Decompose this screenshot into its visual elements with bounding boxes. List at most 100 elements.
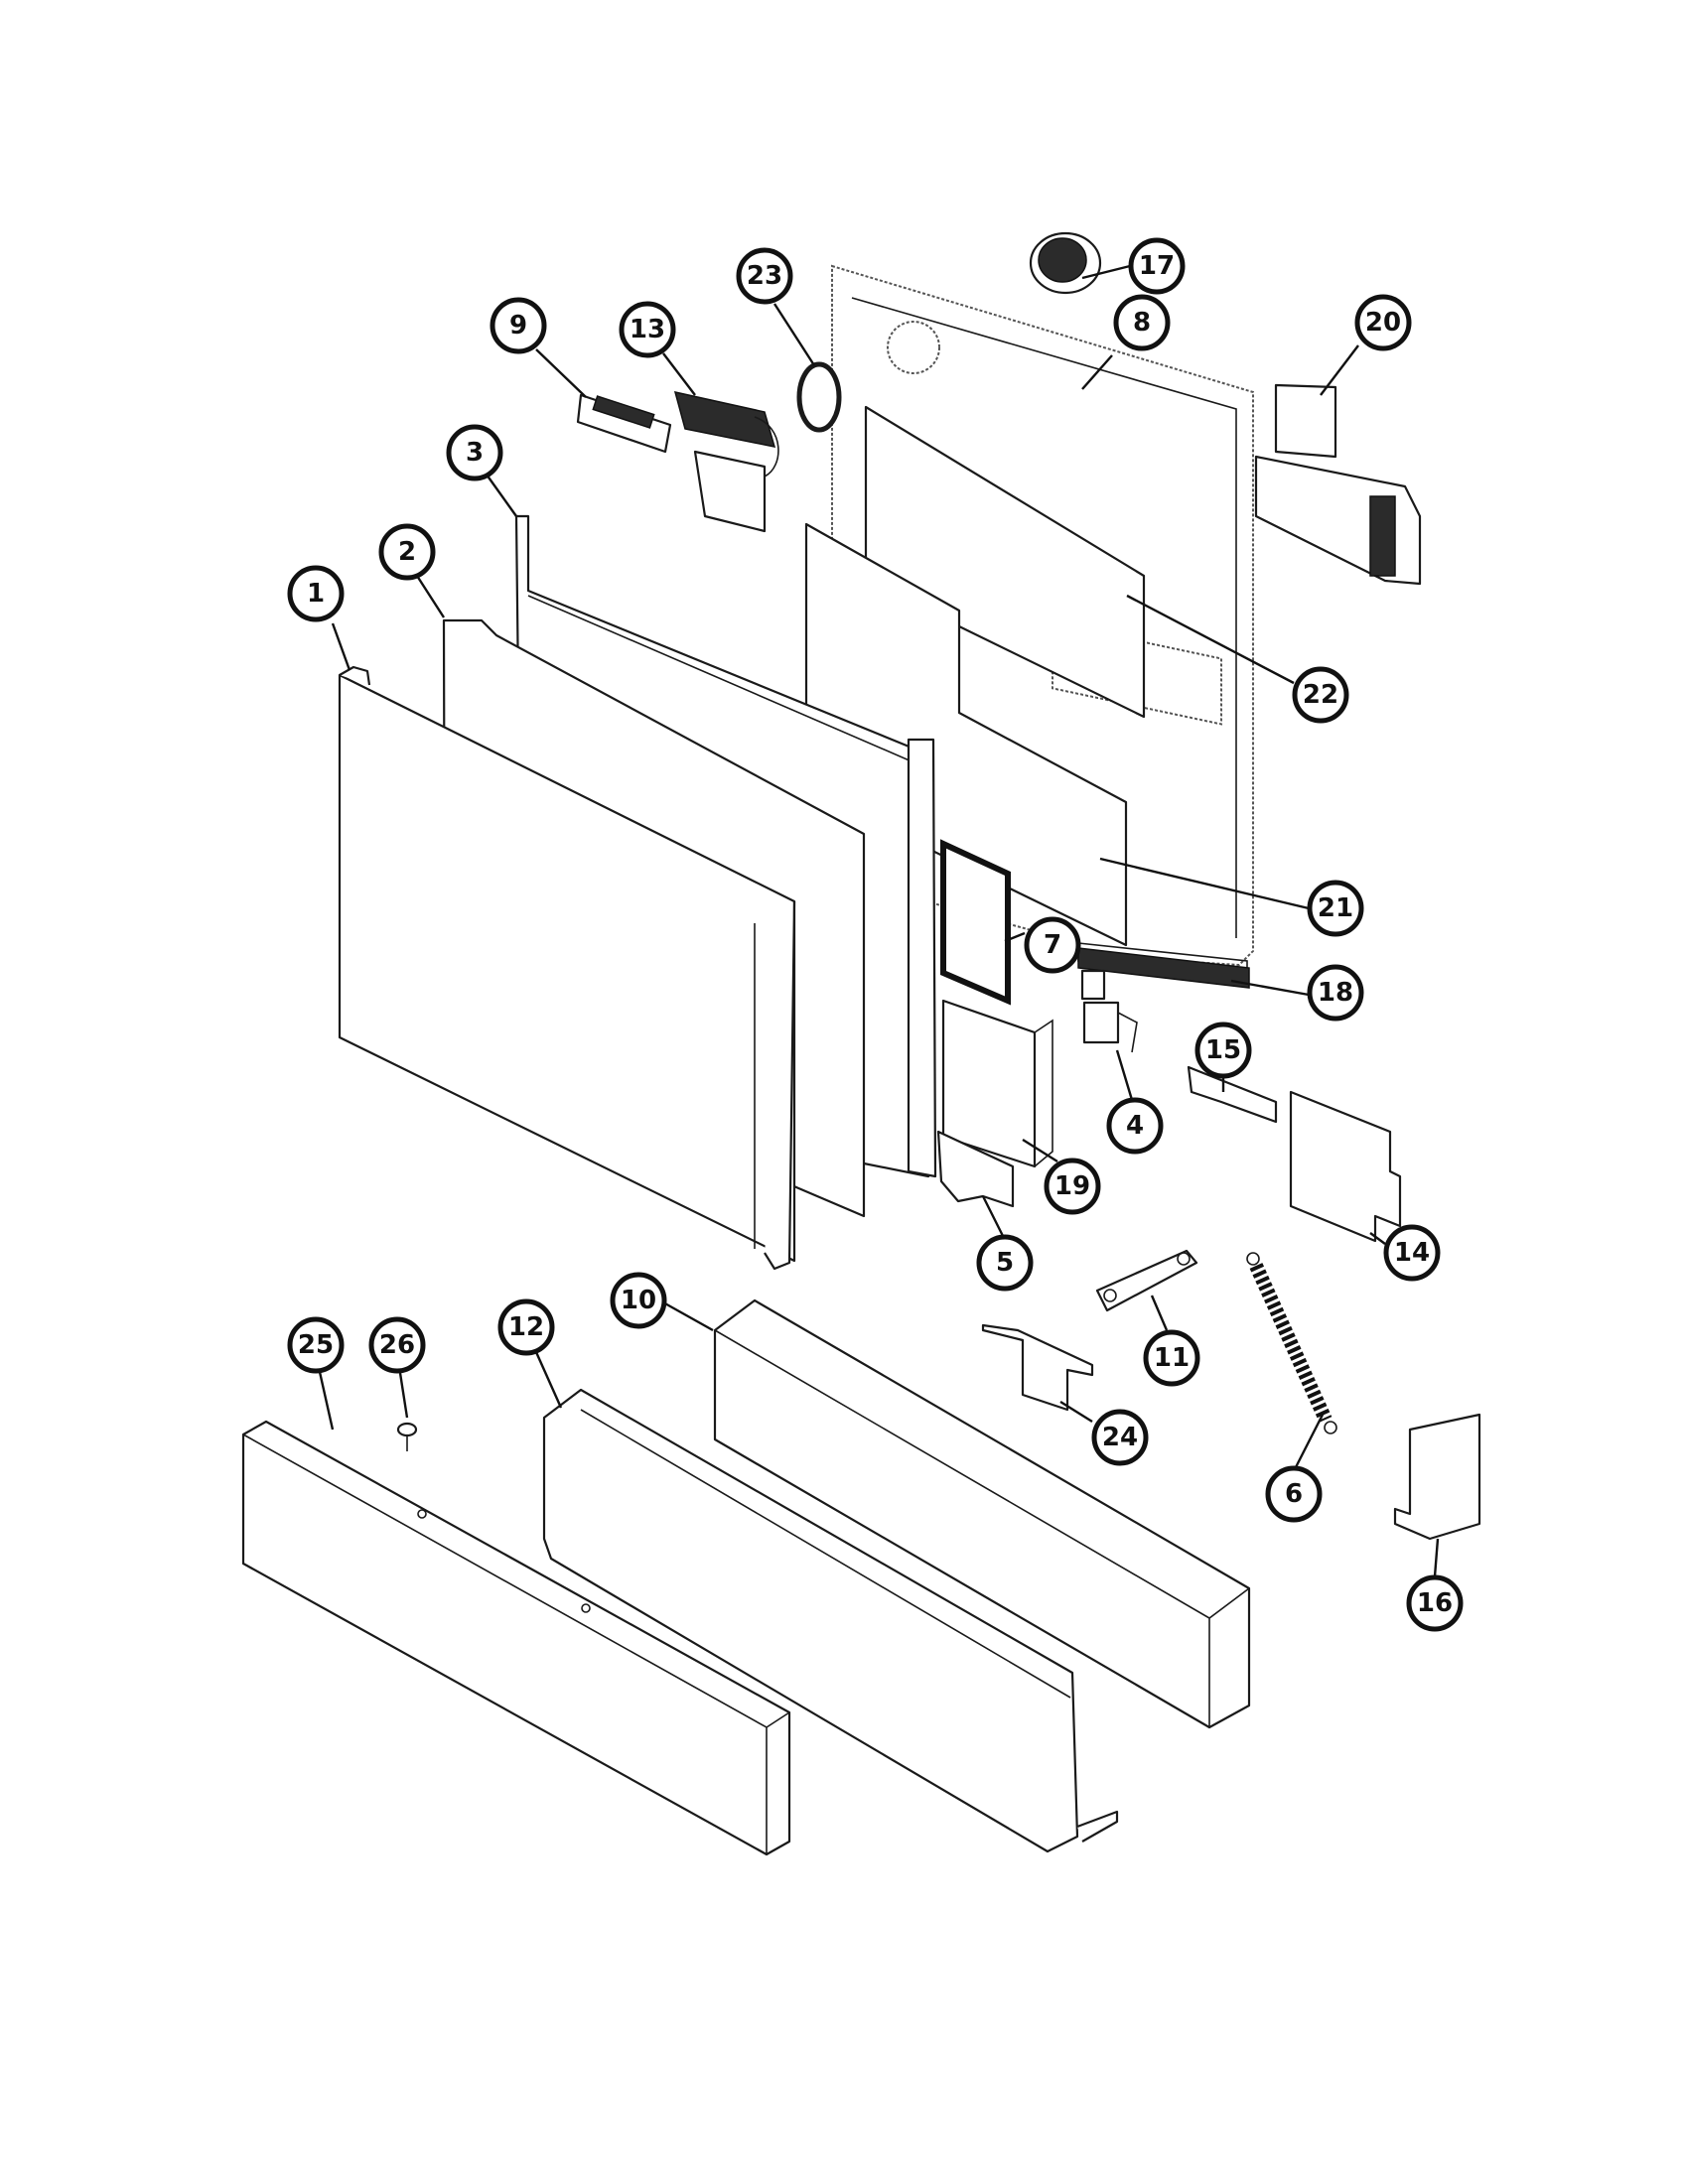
part-ring-seal (796, 361, 842, 433)
callout-19: 19 (1044, 1158, 1101, 1215)
callout-5: 5 (976, 1234, 1034, 1292)
leader-8 (1081, 354, 1113, 390)
leader-9 (535, 348, 587, 398)
callout-label: 13 (630, 315, 665, 344)
part-screw (396, 1422, 418, 1451)
callout-label: 24 (1102, 1423, 1138, 1452)
leader-22 (1126, 594, 1295, 685)
part-mounting-plate (1289, 1090, 1402, 1243)
callout-22: 22 (1292, 666, 1349, 724)
part-upper-insulation (864, 405, 1146, 719)
callout-label: 3 (466, 438, 484, 468)
leader-2 (415, 575, 446, 618)
callout-label: 6 (1285, 1479, 1303, 1509)
part-bottom-trim (1077, 947, 1250, 989)
callout-14: 14 (1383, 1224, 1441, 1282)
leader-20 (1320, 344, 1359, 396)
callout-23: 23 (736, 247, 793, 305)
part-door-spring (1246, 1252, 1337, 1434)
callout-label: 5 (996, 1248, 1014, 1278)
part-kick-plate (542, 1388, 1119, 1853)
leader-11 (1150, 1295, 1169, 1331)
callout-label: 18 (1318, 978, 1353, 1008)
callout-3: 3 (446, 424, 503, 481)
callout-8: 8 (1113, 294, 1171, 351)
callout-1: 1 (287, 565, 345, 622)
leader-25 (318, 1371, 335, 1431)
callout-label: 11 (1154, 1343, 1190, 1373)
leader-26 (398, 1372, 409, 1419)
leader-13 (662, 352, 696, 396)
callout-10: 10 (610, 1272, 667, 1329)
part-toe-panel (241, 1420, 791, 1856)
leader-4 (1115, 1049, 1134, 1101)
callout-6: 6 (1265, 1465, 1323, 1523)
callout-9: 9 (490, 297, 547, 354)
callout-label: 25 (298, 1330, 334, 1360)
leader-16 (1433, 1538, 1440, 1577)
callout-label: 1 (307, 579, 325, 609)
callout-label: 26 (379, 1330, 415, 1360)
callout-24: 24 (1091, 1409, 1149, 1466)
leader-12 (534, 1351, 563, 1409)
callout-2: 2 (378, 523, 436, 581)
callout-label: 19 (1054, 1171, 1090, 1201)
leader-21 (1099, 857, 1310, 910)
part-hinge-link (1095, 1249, 1198, 1312)
callout-label: 16 (1417, 1588, 1453, 1618)
leader-19 (1022, 1138, 1058, 1163)
callout-label: 14 (1394, 1238, 1430, 1268)
callout-label: 12 (508, 1312, 544, 1342)
leader-lines (318, 264, 1440, 1577)
callout-label: 21 (1318, 893, 1353, 923)
callout-label: 10 (621, 1286, 656, 1315)
part-insulation-block (713, 1298, 1251, 1729)
part-corner-bracket (1393, 1413, 1481, 1541)
leader-5 (981, 1195, 1005, 1237)
callout-25: 25 (287, 1316, 345, 1374)
leader-10 (662, 1300, 714, 1332)
callout-7: 7 (1024, 916, 1081, 974)
part-control-module (1254, 383, 1422, 586)
callout-18: 18 (1307, 964, 1364, 1022)
part-outer-door-panel (338, 665, 796, 1271)
part-control-box (941, 999, 1053, 1168)
leader-6 (1294, 1414, 1325, 1468)
callout-label: 20 (1365, 308, 1401, 338)
callout-label: 17 (1139, 251, 1175, 281)
part-small-bracket (1187, 1065, 1278, 1124)
callout-label: 9 (509, 311, 527, 341)
callout-label: 7 (1044, 930, 1061, 960)
callout-label: 2 (398, 537, 416, 567)
leader-23 (772, 303, 816, 366)
leader-14 (1369, 1232, 1386, 1245)
leader-3 (486, 474, 517, 517)
callout-20: 20 (1354, 294, 1412, 351)
callout-label: 15 (1205, 1035, 1241, 1065)
part-latch-clip (1080, 969, 1138, 1053)
callout-label: 4 (1126, 1111, 1144, 1141)
part-vent-grille (1029, 231, 1102, 295)
part-lower-bracket (981, 1323, 1094, 1412)
part-latch-assembly (673, 390, 779, 533)
callout-4: 4 (1106, 1097, 1164, 1155)
callout-label: 8 (1133, 308, 1151, 338)
part-handle-bezel (576, 393, 672, 454)
leader-1 (331, 622, 351, 671)
callout-label: 22 (1303, 680, 1338, 710)
leader-18 (1230, 979, 1310, 997)
leader-24 (1059, 1400, 1093, 1424)
callout-17: 17 (1128, 237, 1186, 295)
callout-label: 23 (747, 261, 782, 291)
leader-7 (1004, 931, 1026, 943)
part-gasket (940, 839, 1011, 1006)
callout-21: 21 (1307, 880, 1364, 937)
callout-26: 26 (368, 1316, 426, 1374)
leader-17 (1081, 264, 1131, 280)
callout-12: 12 (497, 1298, 555, 1356)
callout-11: 11 (1143, 1329, 1200, 1387)
callout-16: 16 (1406, 1574, 1464, 1632)
callout-15: 15 (1194, 1022, 1252, 1079)
callout-13: 13 (619, 301, 676, 358)
